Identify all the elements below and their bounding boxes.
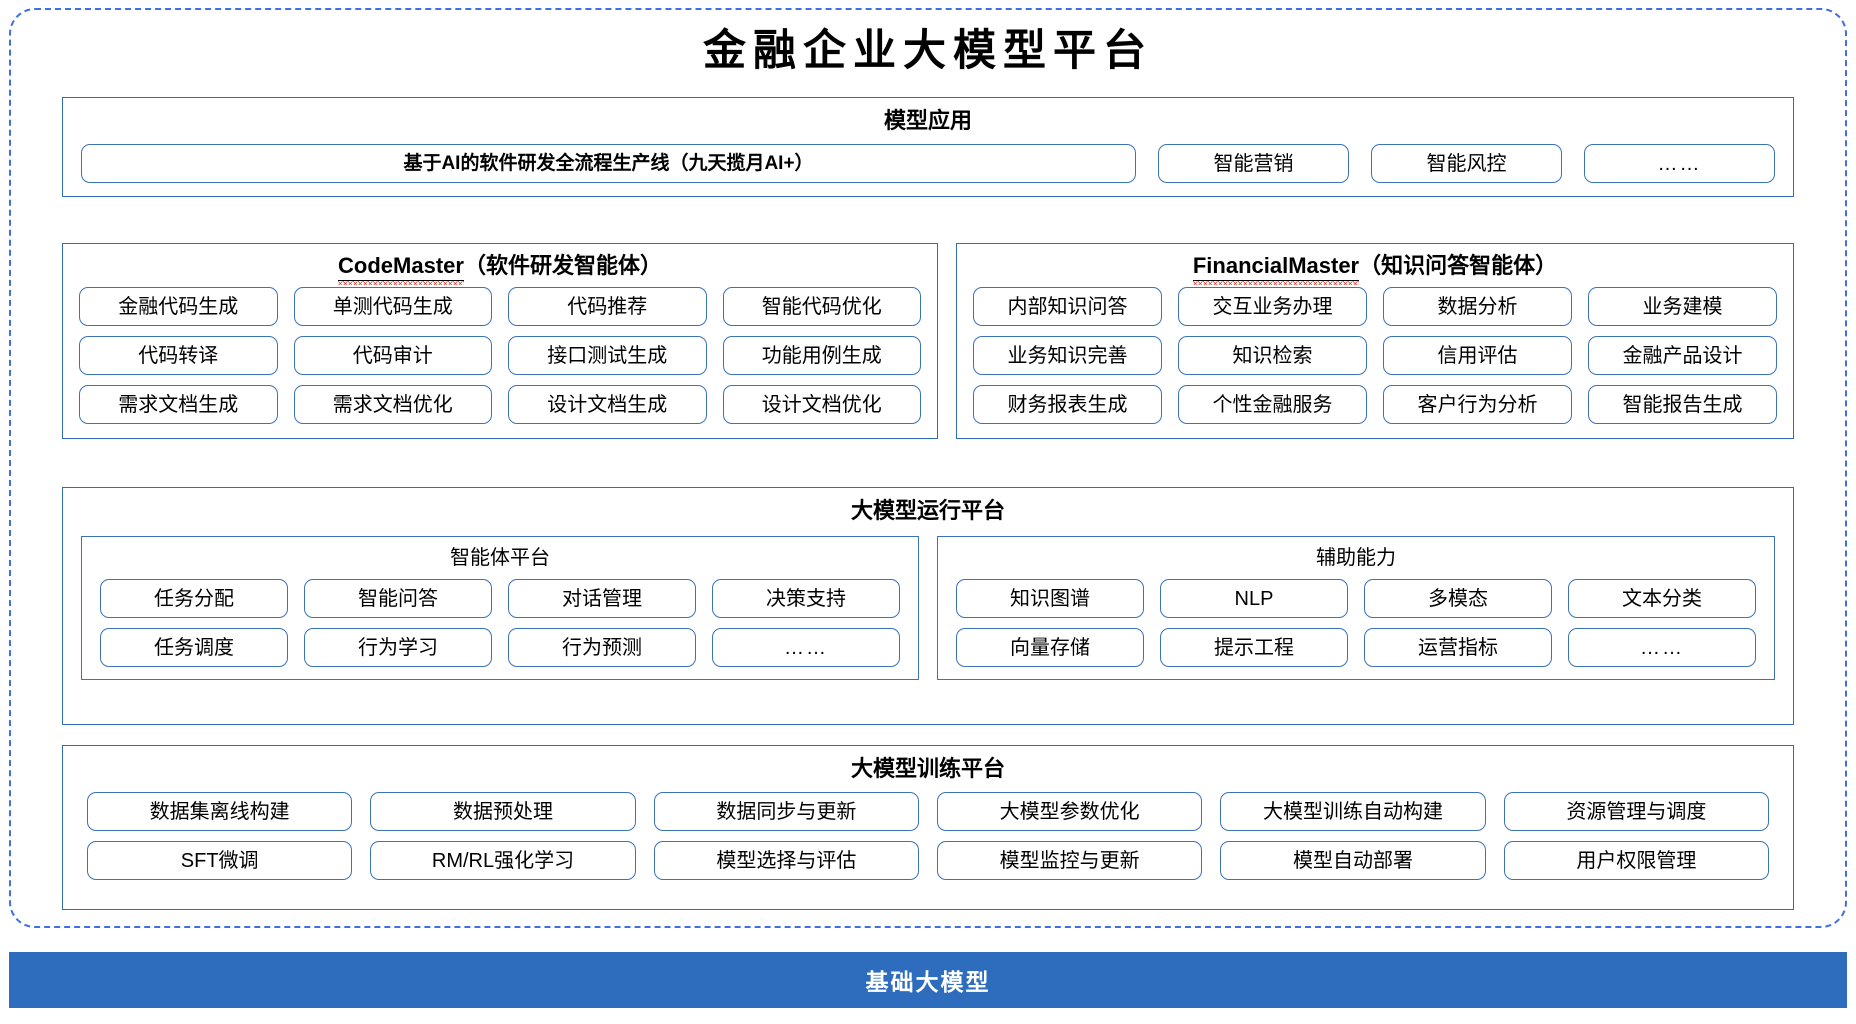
section-title-model-application: 模型应用 — [883, 108, 972, 133]
chip-ai-sdlc-pipeline[interactable]: 基于AI的软件研发全流程生产线（九天揽月AI+） — [81, 144, 1136, 183]
chip-smart-risk-control[interactable]: 智能风控 — [1371, 144, 1562, 183]
chip-agentplat-0[interactable]: 任务分配 — [100, 579, 288, 618]
chip-codemaster-4[interactable]: 代码转译 — [79, 336, 278, 375]
chip-training-10[interactable]: 模型自动部署 — [1220, 841, 1486, 880]
chip-agentplat-3[interactable]: 决策支持 — [712, 579, 900, 618]
chip-training-9[interactable]: 模型监控与更新 — [937, 841, 1203, 880]
subpanel-title-agent-platform: 智能体平台 — [450, 547, 550, 569]
chip-codemaster-3[interactable]: 智能代码优化 — [722, 287, 921, 326]
chip-aux-6[interactable]: 运营指标 — [1364, 628, 1552, 667]
subpanel-title-auxiliary-capability: 辅助能力 — [1316, 547, 1396, 569]
chip-training-4[interactable]: 大模型训练自动构建 — [1220, 792, 1486, 831]
section-title-training-platform: 大模型训练平台 — [850, 756, 1005, 781]
chip-training-11[interactable]: 用户权限管理 — [1503, 841, 1769, 880]
chip-codemaster-6[interactable]: 接口测试生成 — [508, 336, 707, 375]
chip-financialmaster-9[interactable]: 个性金融服务 — [1178, 385, 1367, 424]
codemaster-chip-grid: 金融代码生成 单测代码生成 代码推荐 智能代码优化 代码转译 代码审计 接口测试… — [79, 287, 921, 424]
section-title-runtime-platform: 大模型运行平台 — [850, 498, 1005, 523]
chip-codemaster-5[interactable]: 代码审计 — [293, 336, 492, 375]
chip-agentplat-6[interactable]: 行为预测 — [508, 628, 696, 667]
chip-financialmaster-8[interactable]: 财务报表生成 — [973, 385, 1162, 424]
codemaster-name-cn: （软件研发智能体） — [463, 253, 662, 278]
chip-agentplat-7-ellipsis[interactable]: …… — [712, 628, 900, 667]
base-model-bar: 基础大模型 — [9, 952, 1847, 1008]
chip-training-8[interactable]: 模型选择与评估 — [653, 841, 919, 880]
chip-codemaster-7[interactable]: 功能用例生成 — [722, 336, 921, 375]
model-application-chip-row: 基于AI的软件研发全流程生产线（九天揽月AI+） 智能营销 智能风控 …… — [81, 144, 1775, 183]
financialmaster-name-en: FinancialMaster — [1192, 251, 1360, 285]
training-platform-chip-grid: 数据集离线构建 数据预处理 数据同步与更新 大模型参数优化 大模型训练自动构建 … — [87, 792, 1769, 880]
chip-aux-1[interactable]: NLP — [1160, 579, 1348, 618]
chip-agentplat-5[interactable]: 行为学习 — [304, 628, 492, 667]
chip-more-ellipsis[interactable]: …… — [1584, 144, 1775, 183]
chip-aux-2[interactable]: 多模态 — [1364, 579, 1552, 618]
chip-training-2[interactable]: 数据同步与更新 — [653, 792, 919, 831]
chip-financialmaster-5[interactable]: 知识检索 — [1178, 336, 1367, 375]
chip-financialmaster-3[interactable]: 业务建模 — [1588, 287, 1777, 326]
chip-training-0[interactable]: 数据集离线构建 — [87, 792, 353, 831]
chip-financialmaster-7[interactable]: 金融产品设计 — [1588, 336, 1777, 375]
chip-financialmaster-0[interactable]: 内部知识问答 — [973, 287, 1162, 326]
chip-smart-marketing[interactable]: 智能营销 — [1158, 144, 1349, 183]
chip-financialmaster-10[interactable]: 客户行为分析 — [1383, 385, 1572, 424]
chip-financialmaster-1[interactable]: 交互业务办理 — [1178, 287, 1367, 326]
chip-agentplat-4[interactable]: 任务调度 — [100, 628, 288, 667]
base-model-label: 基础大模型 — [865, 969, 991, 995]
chip-codemaster-11[interactable]: 设计文档优化 — [722, 385, 921, 424]
chip-agentplat-1[interactable]: 智能问答 — [304, 579, 492, 618]
chip-aux-7-ellipsis[interactable]: …… — [1568, 628, 1756, 667]
section-model-application: 模型应用 基于AI的软件研发全流程生产线（九天揽月AI+） 智能营销 智能风控 … — [62, 97, 1794, 197]
chip-training-1[interactable]: 数据预处理 — [370, 792, 636, 831]
chip-agentplat-2[interactable]: 对话管理 — [508, 579, 696, 618]
chip-training-6[interactable]: SFT微调 — [87, 841, 353, 880]
codemaster-name-en: CodeMaster — [338, 251, 464, 285]
chip-financialmaster-2[interactable]: 数据分析 — [1383, 287, 1572, 326]
subpanel-auxiliary-capability: 辅助能力 知识图谱 NLP 多模态 文本分类 向量存储 提示工程 运营指标 …… — [937, 536, 1775, 680]
chip-codemaster-10[interactable]: 设计文档生成 — [508, 385, 707, 424]
agent-platform-chip-grid: 任务分配 智能问答 对话管理 决策支持 任务调度 行为学习 行为预测 …… — [100, 579, 900, 667]
page-title: 金融企业大模型平台 — [703, 26, 1153, 76]
subpanel-agent-platform: 智能体平台 任务分配 智能问答 对话管理 决策支持 任务调度 行为学习 行为预测… — [81, 536, 919, 680]
chip-aux-4[interactable]: 向量存储 — [956, 628, 1144, 667]
financialmaster-name-cn: （知识问答智能体） — [1359, 253, 1558, 278]
chip-codemaster-2[interactable]: 代码推荐 — [508, 287, 707, 326]
section-title-financialmaster: FinancialMaster（知识问答智能体） — [957, 251, 1793, 285]
chip-training-3[interactable]: 大模型参数优化 — [937, 792, 1203, 831]
auxiliary-capability-chip-grid: 知识图谱 NLP 多模态 文本分类 向量存储 提示工程 运营指标 …… — [956, 579, 1756, 667]
section-financialmaster: FinancialMaster（知识问答智能体） 内部知识问答 交互业务办理 数… — [956, 243, 1794, 439]
chip-codemaster-1[interactable]: 单测代码生成 — [293, 287, 492, 326]
chip-codemaster-8[interactable]: 需求文档生成 — [79, 385, 278, 424]
runtime-subpanel-row: 智能体平台 任务分配 智能问答 对话管理 决策支持 任务调度 行为学习 行为预测… — [81, 536, 1775, 680]
financialmaster-chip-grid: 内部知识问答 交互业务办理 数据分析 业务建模 业务知识完善 知识检索 信用评估… — [973, 287, 1777, 424]
chip-financialmaster-4[interactable]: 业务知识完善 — [973, 336, 1162, 375]
section-runtime-platform: 大模型运行平台 智能体平台 任务分配 智能问答 对话管理 决策支持 任务调度 行… — [62, 487, 1794, 725]
chip-financialmaster-11[interactable]: 智能报告生成 — [1588, 385, 1777, 424]
chip-training-7[interactable]: RM/RL强化学习 — [370, 841, 636, 880]
chip-financialmaster-6[interactable]: 信用评估 — [1383, 336, 1572, 375]
chip-aux-3[interactable]: 文本分类 — [1568, 579, 1756, 618]
chip-aux-5[interactable]: 提示工程 — [1160, 628, 1348, 667]
section-codemaster: CodeMaster（软件研发智能体） 金融代码生成 单测代码生成 代码推荐 智… — [62, 243, 938, 439]
chip-training-5[interactable]: 资源管理与调度 — [1503, 792, 1769, 831]
section-title-codemaster: CodeMaster（软件研发智能体） — [63, 251, 937, 285]
chip-codemaster-0[interactable]: 金融代码生成 — [79, 287, 278, 326]
chip-aux-0[interactable]: 知识图谱 — [956, 579, 1144, 618]
chip-codemaster-9[interactable]: 需求文档优化 — [293, 385, 492, 424]
section-training-platform: 大模型训练平台 数据集离线构建 数据预处理 数据同步与更新 大模型参数优化 大模… — [62, 745, 1794, 910]
